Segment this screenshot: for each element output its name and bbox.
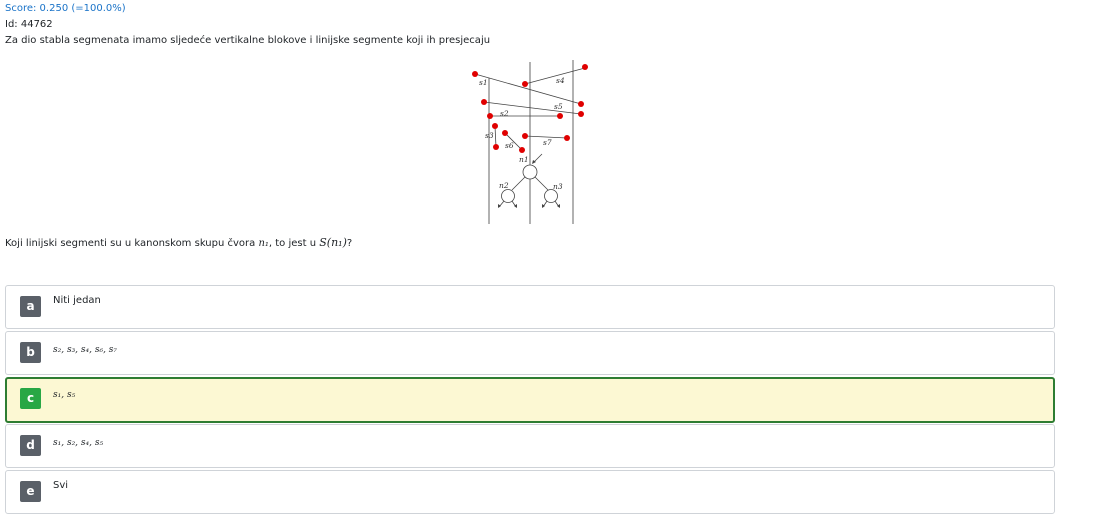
endpoint-dot (492, 123, 498, 129)
endpoint-dot (557, 113, 563, 119)
question-intro: Za dio stabla segmenata imamo sljedeće v… (5, 35, 491, 46)
label-s4: s4 (556, 76, 565, 85)
label-s1: s1 (479, 78, 488, 87)
option-text: s₂, s₃, s₄, s₆, s₇ (53, 345, 118, 355)
label-s2: s2 (500, 109, 509, 118)
option-letter-badge: c (20, 388, 41, 409)
option-text: Niti jedan (53, 295, 101, 306)
node-n2 (501, 189, 515, 203)
option-letter-badge: a (20, 296, 41, 317)
answer-list: a Niti jedan b s₂, s₃, s₄, s₆, s₇ c s₁, … (5, 285, 1055, 516)
option-text: s₁, s₅ (53, 390, 76, 400)
question-middle: , to jest u (268, 238, 320, 249)
endpoint-dot (481, 99, 487, 105)
option-letter-badge: b (20, 342, 41, 363)
endpoint-dot (578, 101, 584, 107)
option-letter-badge: e (20, 481, 41, 502)
answer-option-b[interactable]: b s₂, s₃, s₄, s₆, s₇ (5, 331, 1055, 375)
label-s7: s7 (543, 138, 552, 147)
label-s3: s3 (485, 131, 494, 140)
segment-tree-figure: s1 s2 s3 s4 s5 s6 s7 n1 n2 n3 (468, 58, 590, 228)
label-s6: s6 (505, 141, 514, 150)
endpoint-dot (519, 147, 525, 153)
answer-option-a[interactable]: a Niti jedan (5, 285, 1055, 329)
option-letter-badge: d (20, 435, 41, 456)
answer-option-e[interactable]: e Svi (5, 470, 1055, 514)
endpoint-dot (472, 71, 478, 77)
answer-option-d[interactable]: d s₁, s₂, s₄, s₅ (5, 424, 1055, 468)
endpoint-dot (502, 130, 508, 136)
endpoint-dot (578, 111, 584, 117)
node-symbol: n₁ (258, 238, 269, 249)
score-text: Score: 0.250 (=100.0%) (5, 3, 126, 14)
node-n1 (522, 164, 538, 180)
endpoint-dot (493, 144, 499, 150)
question-id: Id: 44762 (5, 19, 53, 30)
endpoint-dot (522, 133, 528, 139)
option-text: s₁, s₂, s₄, s₅ (53, 438, 104, 448)
question-prefix: Koji linijski segmenti su u kanonskom sk… (5, 238, 259, 249)
endpoint-dot (487, 113, 493, 119)
endpoint-dot (582, 64, 588, 70)
endpoint-dot (522, 81, 528, 87)
answer-option-c[interactable]: c s₁, s₅ (5, 377, 1055, 423)
question-text: Koji linijski segmenti su u kanonskom sk… (5, 236, 352, 249)
label-n3: n3 (553, 182, 563, 191)
node-n3 (544, 189, 558, 203)
endpoint-dot (564, 135, 570, 141)
option-text: Svi (53, 480, 69, 491)
question-suffix: ? (346, 238, 353, 249)
label-s5: s5 (554, 102, 563, 111)
set-expression: S(n₁) (319, 236, 347, 249)
label-n2: n2 (499, 181, 509, 190)
label-n1: n1 (519, 155, 529, 164)
